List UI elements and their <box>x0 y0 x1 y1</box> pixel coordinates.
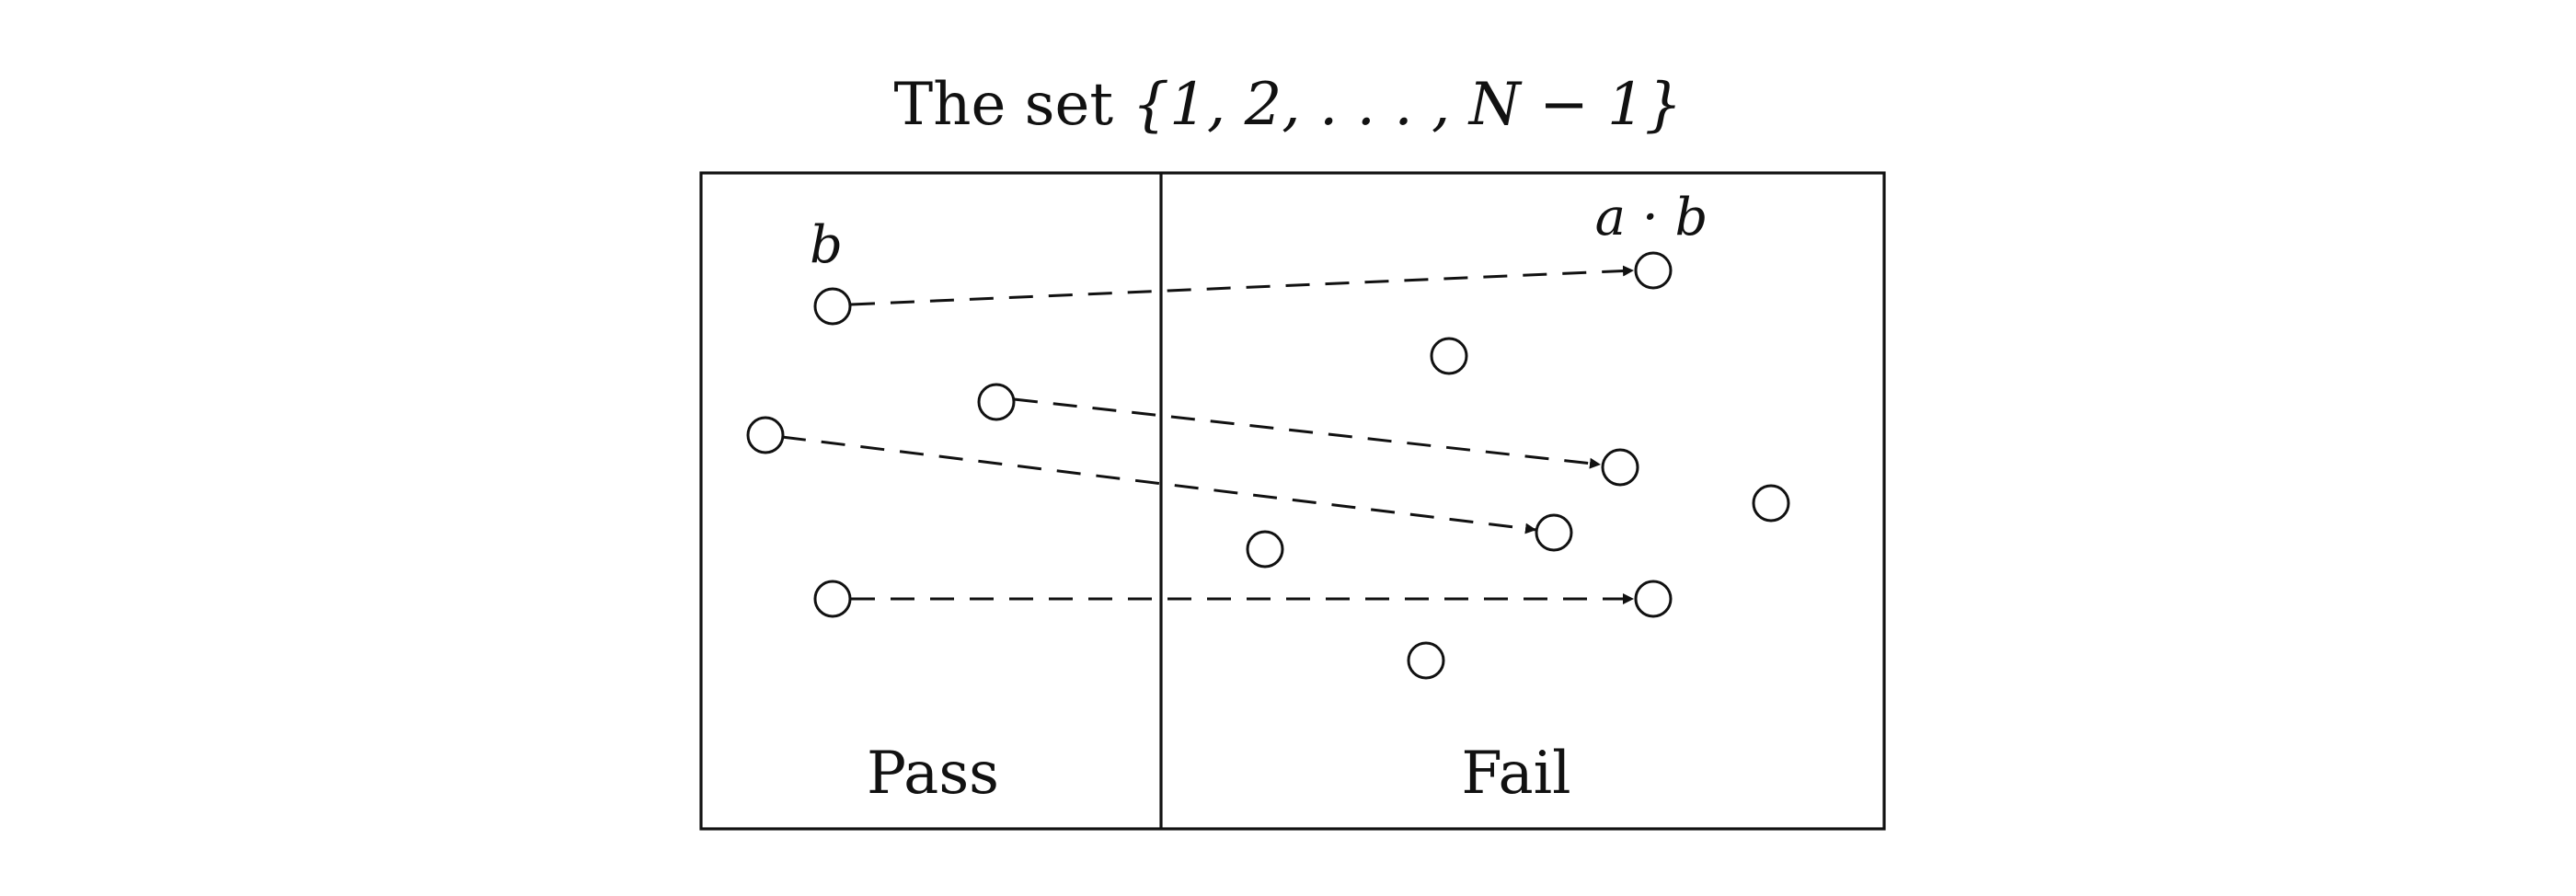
pass-node <box>746 416 785 454</box>
fail-node <box>1601 448 1639 487</box>
arrow-pass-node-2-to-fail <box>1013 397 1602 469</box>
label-b: b <box>810 215 843 275</box>
fail-node-ab <box>1634 251 1673 290</box>
arrow-b-to-ab <box>850 265 1635 306</box>
region-label-pass: Pass <box>867 740 999 808</box>
title-prefix: The set <box>894 71 1133 139</box>
fail-node <box>1407 641 1445 680</box>
pass-node <box>813 580 852 618</box>
fail-node <box>1752 484 1790 523</box>
fail-node <box>1634 580 1673 618</box>
set-frame <box>699 171 1886 831</box>
arrow-pass-node-3-to-fail <box>781 435 1537 534</box>
region-label-fail: Fail <box>1461 740 1570 808</box>
fail-node <box>1430 337 1468 375</box>
fail-node <box>1535 513 1573 552</box>
fail-node <box>1246 530 1284 569</box>
title-math: {1, 2, . . . , N − 1} <box>1132 71 1682 139</box>
diagram-title: The set {1, 2, . . . , N − 1} <box>894 71 1683 139</box>
pass-node <box>977 383 1016 421</box>
label-a-times-b: a · b <box>1595 188 1708 247</box>
pass-node-b <box>813 287 852 326</box>
